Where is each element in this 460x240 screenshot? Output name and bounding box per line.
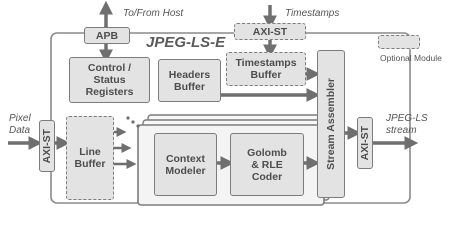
stream-assembler-block: Stream Assembler [317,50,345,198]
axi-st-output-block: AXI-ST [357,117,373,169]
axi-st-input-block: AXI-ST [39,120,55,172]
apb-block: APB [84,27,130,44]
legend-optional-label: Optional Module [380,53,442,63]
module-title: JPEG-LS-E [146,34,226,51]
legend-optional-swatch [378,35,420,49]
axi-st-timestamps-block: AXI-ST [234,23,306,40]
timestamps-label: Timestamps [285,8,340,19]
host-label: To/From Host [123,8,184,19]
